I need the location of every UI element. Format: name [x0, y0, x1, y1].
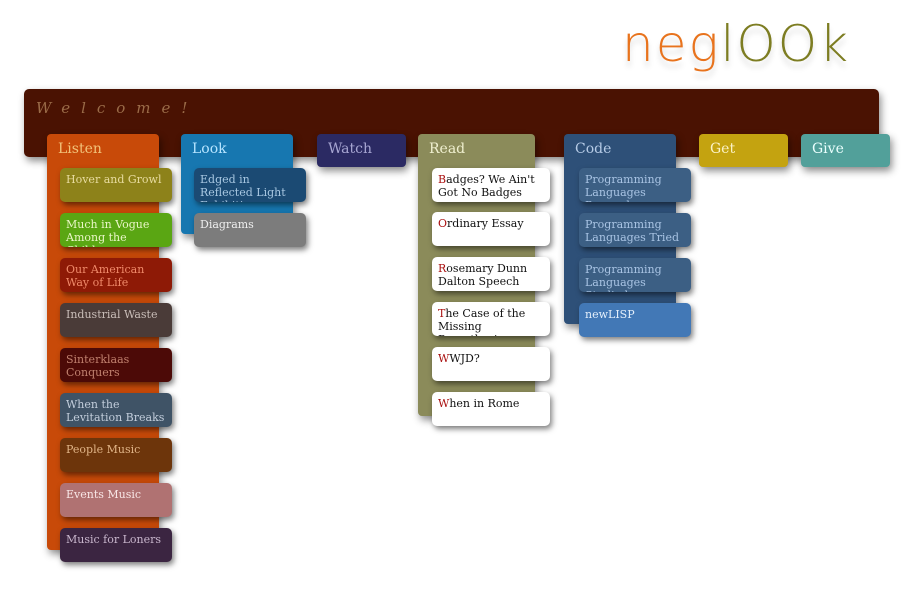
menu-code-label: Code — [575, 141, 612, 157]
menu-item-music-for-loners[interactable]: Music for Loners — [60, 528, 172, 562]
logo-text-neg: neg — [622, 15, 721, 73]
menu-item-languages-studied[interactable]: Programming Languages Studied — [579, 258, 691, 292]
menu-listen-label: Listen — [58, 141, 102, 157]
menu-item-newlisp[interactable]: newLISP — [579, 303, 691, 337]
menu-listen[interactable]: Listen — [47, 134, 159, 550]
menu-get-label: Get — [710, 141, 736, 157]
menu-item-languages-tried[interactable]: Programming Languages Tried — [579, 213, 691, 247]
menu-item-hover-and-growl[interactable]: Hover and Growl — [60, 168, 172, 202]
menu-item-people-music[interactable]: People Music — [60, 438, 172, 472]
menu-give-label: Give — [812, 141, 844, 157]
logo-text-look: lOOk — [720, 15, 851, 73]
menu-look-label: Look — [192, 141, 227, 157]
menu-item-case-of-missing-parenthesis[interactable]: The Case of the Missing Parenthesis — [432, 302, 550, 336]
menu-read-label: Read — [429, 141, 466, 157]
menu-watch-label: Watch — [328, 141, 373, 157]
menu-item-sinterklaas-conquers[interactable]: Sinterklaas Conquers — [60, 348, 172, 382]
menu-item-wwjd[interactable]: WWJD? — [432, 347, 550, 381]
site-logo[interactable]: neglOOk — [622, 14, 850, 74]
menu-give[interactable]: Give — [801, 134, 890, 167]
menu-item-ordinary-essay[interactable]: Ordinary Essay — [432, 212, 550, 246]
menu-item-diagrams[interactable]: Diagrams — [194, 213, 306, 247]
menu-item-events-music[interactable]: Events Music — [60, 483, 172, 517]
menu-item-when-the-levitation-breaks[interactable]: When the Levitation Breaks — [60, 393, 172, 427]
menu-item-when-in-rome[interactable]: When in Rome — [432, 392, 550, 426]
menu-item-our-american-way-of-life[interactable]: Our American Way of Life — [60, 258, 172, 292]
menu-item-badges[interactable]: Badges? We Ain't Got No Badges — [432, 168, 550, 202]
menu-get[interactable]: Get — [699, 134, 788, 167]
menu-item-edged-in-reflected-light[interactable]: Edged in Reflected Light Exhibition — [194, 168, 306, 202]
menu-item-rosemary-dunn-dalton-speech[interactable]: Rosemary Dunn Dalton Speech — [432, 257, 550, 291]
welcome-text: Welcome! — [36, 99, 199, 117]
menu-item-languages-perused[interactable]: Programming Languages Perused — [579, 168, 691, 202]
menu-item-industrial-waste[interactable]: Industrial Waste — [60, 303, 172, 337]
menu-watch[interactable]: Watch — [317, 134, 406, 167]
menu-item-much-in-vogue[interactable]: Much in Vogue Among the Children — [60, 213, 172, 247]
